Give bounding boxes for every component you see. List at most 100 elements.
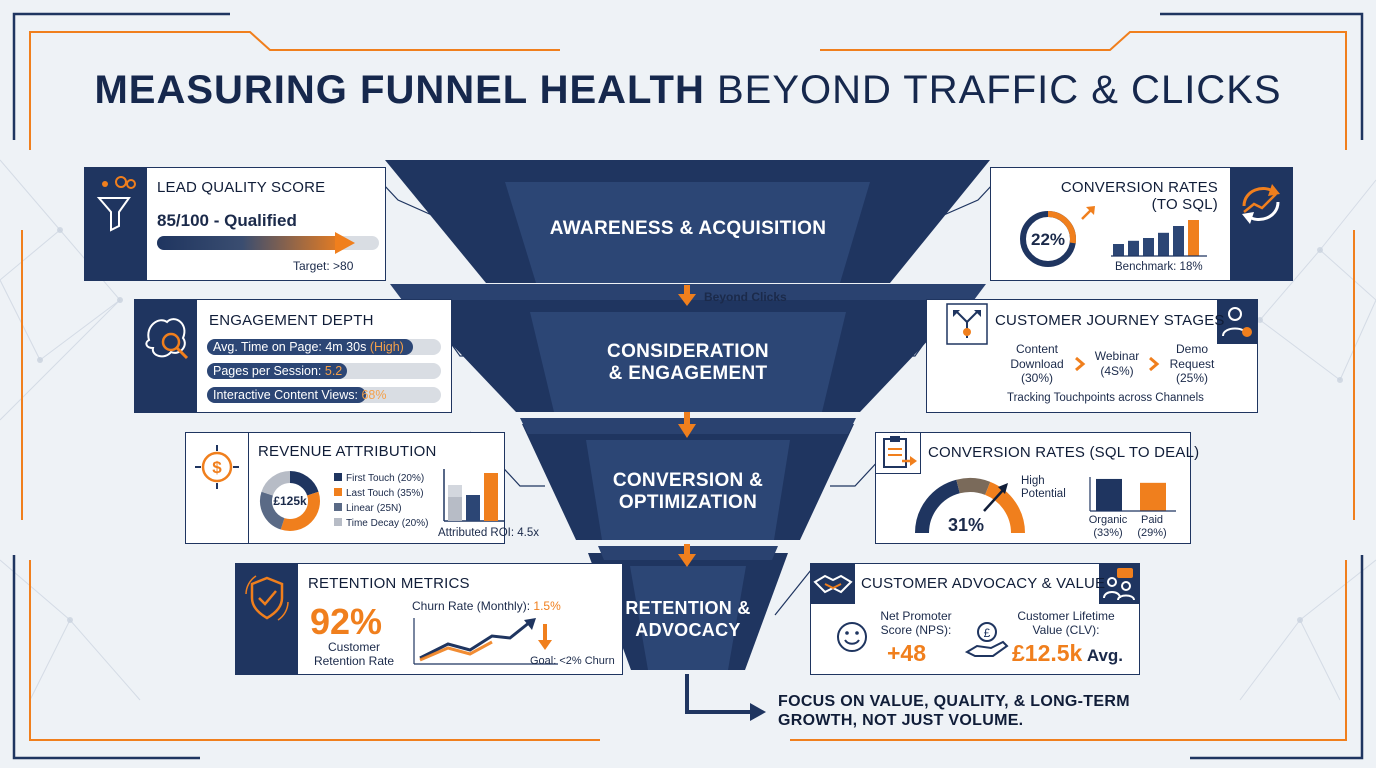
- people-chat-icon: [1099, 564, 1139, 604]
- revenue-slice-1: [280, 491, 320, 531]
- sql-bar-3: [1158, 232, 1169, 256]
- legend-time-decay: Time Decay (20%): [334, 518, 428, 533]
- user-gear-icon: [1217, 300, 1257, 344]
- tagline-arrow: [685, 674, 752, 714]
- retention-rate: 92%: [310, 601, 383, 642]
- legend-last-touch: Last Touch (35%): [334, 488, 428, 503]
- smiley-icon: [837, 622, 867, 652]
- sql-bar-2: [1143, 238, 1154, 256]
- stage-4-label: RETENTION &ADVOCACY: [625, 598, 751, 640]
- conv-sql-gauge: [1020, 211, 1076, 267]
- churn-rate: Churn Rate (Monthly): 1.5%: [412, 599, 561, 613]
- journey-footer: Tracking Touchpoints across Channels: [1007, 392, 1204, 404]
- clipboard-arrow-icon: [876, 433, 921, 474]
- retention-heading: RETENTION METRICS: [308, 575, 470, 592]
- engagement-bar-pages: Pages per Session: 5.2: [207, 363, 441, 379]
- lead-quality-target: Target: >80: [293, 259, 354, 273]
- engagement-card: ENGAGEMENT DEPTH Avg. Time on Page: 4m 3…: [134, 299, 452, 413]
- cycle-arrows-icon: [1230, 168, 1292, 280]
- revenue-card: $ REVENUE ATTRIBUTION £125k First Touch …: [185, 432, 539, 544]
- revenue-roi: Attributed ROI: 4.5x: [438, 527, 539, 539]
- deal-gauge-low: [915, 479, 961, 534]
- svg-text:$: $: [212, 458, 222, 477]
- revenue-mini-bars: [443, 469, 504, 522]
- lead-quality-bar: [157, 236, 379, 250]
- funnel-arrows: [678, 285, 696, 567]
- clv-value: £12.5k Avg.: [1012, 640, 1124, 666]
- conv-sql-value: 22%: [1030, 230, 1066, 249]
- svg-text:£: £: [984, 626, 991, 640]
- conv-sql-bars: [1111, 220, 1207, 257]
- shield-check-icon: [236, 564, 298, 674]
- stage-3-label: CONVERSION &OPTIMIZATION: [612, 470, 764, 513]
- deal-bar-0: [1096, 478, 1122, 511]
- revenue-center: £125k: [273, 494, 307, 508]
- conv-sql-card: CONVERSION RATES(TO SQL) 22% Benchmark: …: [990, 167, 1293, 281]
- sql-gauge-value: [1047, 211, 1076, 244]
- title-bold: MEASURING FUNNEL HEALTH: [94, 68, 705, 112]
- deal-gauge-mid: [956, 478, 991, 495]
- lead-quality-heading: LEAD QUALITY SCORE: [157, 179, 326, 196]
- revenue-slice-2: [260, 491, 285, 530]
- sql-bar-4: [1173, 226, 1184, 256]
- stage-2-label: CONSIDERATION& ENGAGEMENT: [607, 341, 769, 384]
- engagement-heading: ENGAGEMENT DEPTH: [209, 312, 374, 329]
- handshake-icon: [811, 564, 855, 604]
- journey-heading: CUSTOMER JOURNEY STAGES: [995, 312, 1225, 329]
- deal-bar-label-paid: Paid(29%): [1137, 514, 1167, 539]
- deal-bar-label-organic: Organic(33%): [1088, 514, 1128, 539]
- conv-deal-gauge: [915, 478, 1025, 534]
- dollar-target-icon: $: [186, 433, 249, 543]
- conv-sql-benchmark: Benchmark: 18%: [1115, 261, 1203, 273]
- journey-chevron-2-icon: [1149, 356, 1160, 372]
- revenue-slice-3: [261, 471, 291, 496]
- churn-goal: Goal: <2% Churn: [530, 655, 615, 667]
- engagement-bar-interactive: Interactive Content Views: 68%: [207, 387, 441, 403]
- legend-first-touch: First Touch (20%): [334, 473, 428, 488]
- stage-1-label: AWARENESS & ACQUISITION: [549, 218, 827, 239]
- lead-quality-value: 85/100 - Qualified: [157, 211, 297, 230]
- deal-gauge-needle: [983, 488, 1005, 512]
- funnel-gear-icon: [85, 168, 147, 280]
- brain-magnifier-icon: [135, 300, 197, 412]
- churn-trend-chart: [413, 618, 558, 665]
- sql-bar-0: [1113, 244, 1124, 256]
- title-light: BEYOND TRAFFIC & CLICKS: [716, 68, 1282, 112]
- conv-sql-heading: CONVERSION RATES(TO SQL): [1060, 179, 1218, 213]
- deal-gauge-high: [984, 481, 1025, 534]
- engagement-bar-time: Avg. Time on Page: 4m 30s (High): [207, 339, 441, 355]
- revenue-legend: First Touch (20%) Last Touch (35%) Linea…: [334, 473, 428, 533]
- beyond-clicks-label: Beyond Clicks: [704, 290, 787, 304]
- advocacy-heading: CUSTOMER ADVOCACY & VALUE: [861, 575, 1106, 592]
- deal-bar-1: [1140, 482, 1166, 511]
- sql-bar-1: [1128, 240, 1139, 256]
- page-title: MEASURING FUNNEL HEALTH BEYOND TRAFFIC &…: [0, 68, 1376, 113]
- branching-arrows-icon: [946, 303, 988, 345]
- conv-deal-value: 31%: [948, 515, 985, 535]
- journey-chevron-1-icon: [1075, 356, 1086, 372]
- revenue-heading: REVENUE ATTRIBUTION: [258, 443, 437, 460]
- sql-bar-5: [1188, 220, 1199, 256]
- revenue-slice-0: [289, 471, 319, 496]
- conv-deal-bars: [1089, 477, 1176, 512]
- legend-linear: Linear (25N): [334, 503, 428, 518]
- lead-quality-arrowhead: [335, 232, 355, 254]
- deal-gauge-needle-tip: [998, 483, 1008, 494]
- conv-deal-heading: CONVERSION RATES (SQL TO DEAL): [928, 444, 1200, 461]
- conv-sql-up-arrow: [1081, 206, 1095, 220]
- journey-step-2: Webinar(4S%): [1094, 349, 1140, 378]
- revenue-donut: [260, 471, 320, 531]
